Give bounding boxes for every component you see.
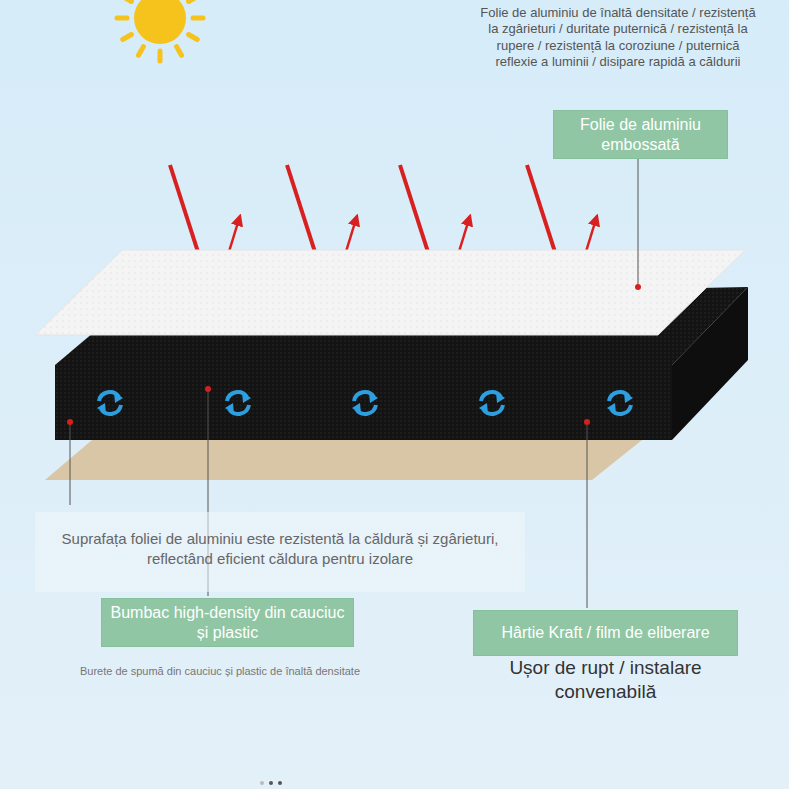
annotation-text: Burete de spumă din cauciuc și plastic d… bbox=[30, 665, 410, 678]
text-band bbox=[35, 512, 525, 592]
circulation-icons bbox=[97, 392, 633, 414]
box-label: Hârtie Kraft / film de eliberare bbox=[501, 623, 709, 642]
kraft-paper bbox=[45, 440, 642, 480]
label-box: Bumbac high-density din cauciuc și plast… bbox=[101, 598, 354, 647]
annotation-text: Ușor de rupt / instalare convenabilă bbox=[468, 656, 743, 704]
pagination-dots bbox=[260, 781, 282, 785]
annotation-text: Suprafața foliei de aluminiu este rezist… bbox=[45, 529, 515, 570]
box-label: Folie de aluminiu embossată bbox=[562, 115, 719, 153]
sun-icon bbox=[117, 0, 203, 61]
annotation-text: Folie de aluminiu de înaltă densitate / … bbox=[476, 5, 760, 70]
foam-front bbox=[55, 365, 672, 440]
label-box: Hârtie Kraft / film de eliberare bbox=[473, 610, 738, 656]
leader-dots bbox=[67, 284, 641, 425]
box-label: Bumbac high-density din cauciuc și plast… bbox=[110, 603, 345, 641]
label-box: Folie de aluminiu embossată bbox=[553, 110, 728, 159]
